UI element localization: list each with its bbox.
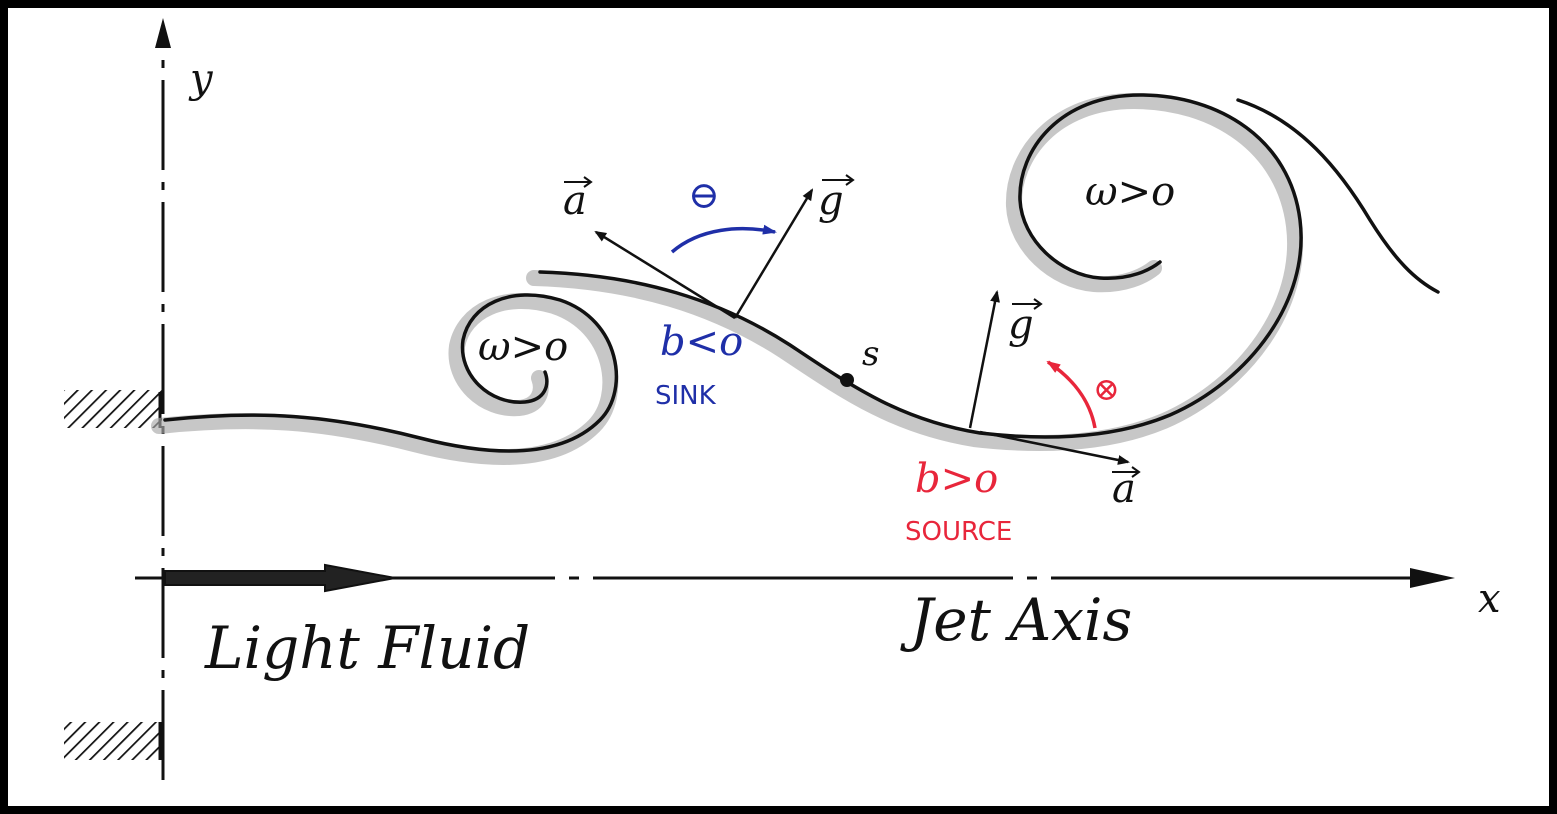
nozzle-lower-wall [64,722,162,760]
y-axis-label: y [188,56,214,102]
interface-curve-right [538,93,1303,439]
vector-a-lower-label: a [1112,466,1136,512]
source-label: SOURCE [905,517,1012,547]
vector-g-upper [733,188,814,319]
vector-a-upper [594,230,736,320]
vector-g-upper-label: g [818,178,844,224]
omega-label-large: ω>o [1085,169,1175,215]
vector-a-upper-overbar [564,176,593,188]
interface-curve [163,293,619,453]
minus-sign: ⊖ [688,173,720,217]
b-positive-label: b>o [915,456,998,502]
sink-label: SINK [655,381,717,411]
vector-g-lower-label: g [1008,302,1034,348]
interface-shadow [151,92,1304,466]
inflow-arrow [164,563,396,593]
light-fluid-caption: Light Fluid [204,614,530,682]
nozzle-upper-wall [64,390,162,428]
vector-g-lower [968,290,1000,429]
vector-a-lower [979,430,1130,465]
plus-sign: ⊗ [1093,370,1120,408]
interface-tail [1236,98,1440,294]
rotation-arrow-negative [670,224,777,254]
rotation-arrow-positive [1046,360,1097,429]
jet-axis-caption: Jet Axis [900,586,1132,654]
omega-label-small: ω>o [478,324,568,370]
b-negative-label: b<o [660,319,743,365]
stagnation-point [840,373,854,387]
vector-g-upper-overbar [822,174,855,186]
vector-a-upper-label: a [563,178,587,224]
point-s-label: s [862,334,879,374]
y-axis [155,18,171,780]
vector-g-lower-overbar [1012,298,1043,310]
vector-a-lower-overbar [1112,466,1141,478]
x-axis-label: x [1478,576,1501,622]
